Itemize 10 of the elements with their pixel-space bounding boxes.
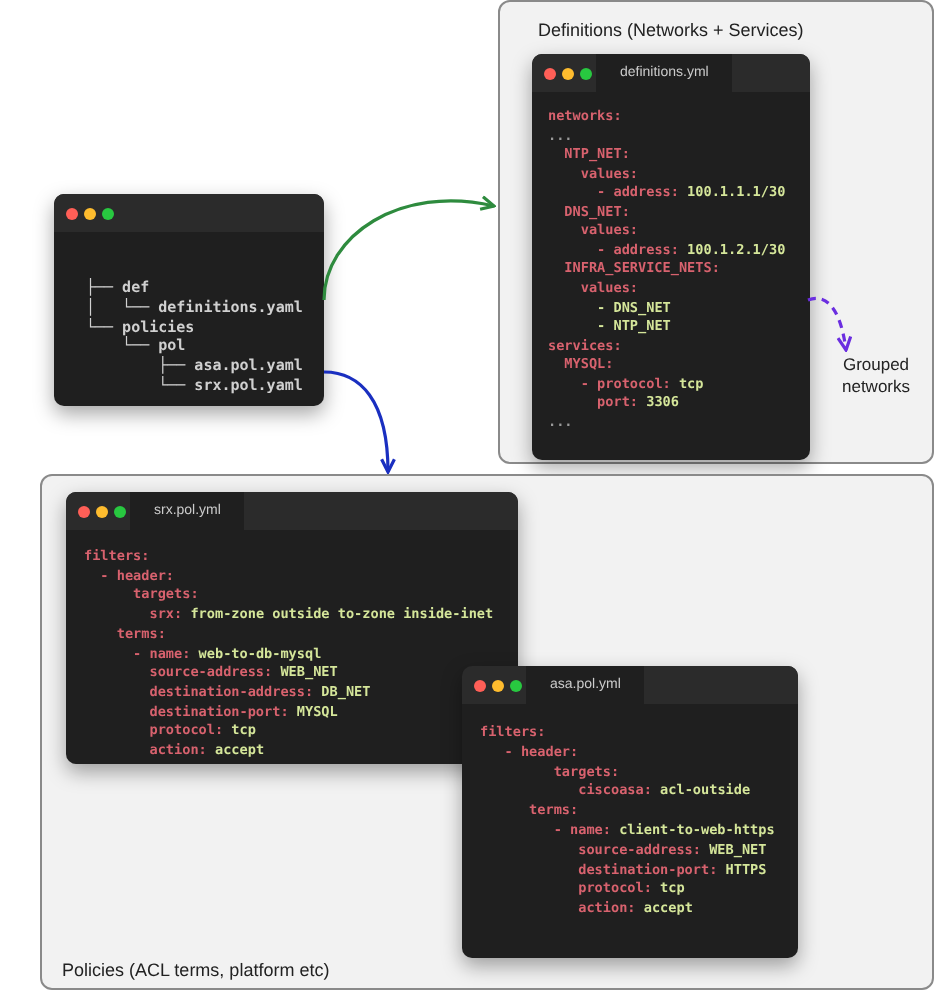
arrow <box>322 195 496 301</box>
panel-title: Policies (ACL terms, platform etc) <box>62 960 330 980</box>
group-panel <box>40 474 934 990</box>
arrow <box>323 370 396 474</box>
terminal-window <box>54 194 324 406</box>
code-window <box>462 666 798 958</box>
annotation-text: Grouped networks <box>818 354 934 406</box>
panel-title: Definitions (Networks + Services) <box>538 20 804 40</box>
code-window <box>532 54 810 460</box>
group-panel <box>498 0 934 464</box>
